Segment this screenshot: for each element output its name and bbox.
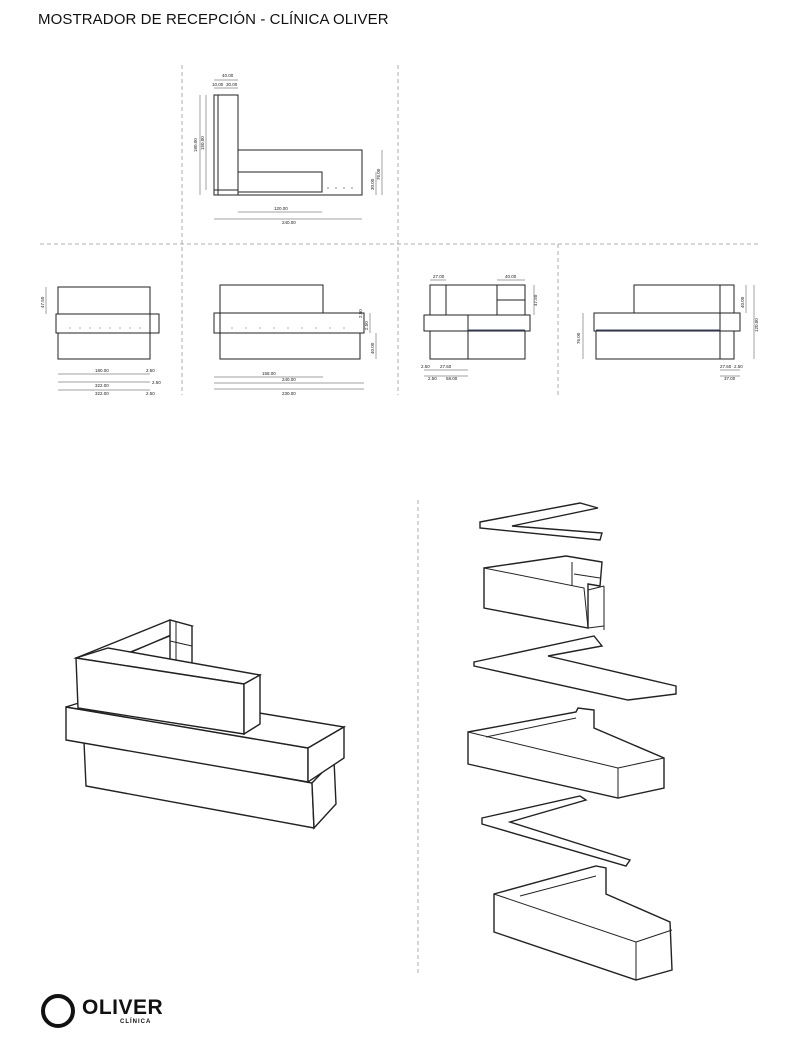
dim-label: 230.00 bbox=[282, 391, 296, 396]
dim-label: 27.00 bbox=[433, 274, 445, 279]
dim-label: 180.00 bbox=[95, 368, 109, 373]
elevation-side-right: 40.00 120.00 76.00 27.50 2.50 37.00 bbox=[576, 284, 759, 381]
dim-label: 27.50 bbox=[720, 364, 732, 369]
dim-label: 240.00 bbox=[282, 220, 296, 225]
elevation-back: 158.00 240.00 2.50 230.00 40.00 2.50 bbox=[213, 284, 377, 396]
dim-label: 150.00 bbox=[200, 136, 205, 150]
dim-label: 58.00 bbox=[446, 376, 458, 381]
dim-label: 40.00 bbox=[222, 73, 234, 78]
dim-label: 40.00 bbox=[370, 342, 375, 354]
dim-label: 240.00 bbox=[282, 377, 296, 382]
dim-label: 10.00 bbox=[212, 82, 224, 87]
dim-label: 30.00 bbox=[226, 82, 238, 87]
dim-label: 37.00 bbox=[724, 376, 736, 381]
dim-label: 2.50 bbox=[364, 321, 369, 330]
dim-label: 76.00 bbox=[576, 332, 581, 344]
dim-label: 120.00 bbox=[754, 318, 759, 332]
isometric-desk bbox=[65, 619, 347, 830]
elevation-side: 27.00 40.00 47.50 2.50 27.50 2.50 58.00 bbox=[421, 274, 538, 381]
dim-label: 47.50 bbox=[40, 296, 45, 308]
plan-view: 40.00 10.00 30.00 180.00 150.00 120.00 2… bbox=[193, 73, 383, 225]
view-separators bbox=[40, 65, 760, 975]
oliver-logo bbox=[41, 994, 75, 1028]
exploded-view bbox=[467, 502, 677, 981]
dim-label: 40.00 bbox=[740, 296, 745, 308]
dim-label: 120.00 bbox=[274, 206, 288, 211]
dim-label: 47.50 bbox=[533, 294, 538, 306]
dim-label: 322.00 bbox=[95, 383, 109, 388]
dim-label: 40.00 bbox=[505, 274, 517, 279]
logo-subtitle: CLÍNICA bbox=[120, 1019, 152, 1025]
dim-label: 76.00 bbox=[376, 168, 381, 180]
logo-wordmark: OLIVER bbox=[82, 996, 164, 1019]
dim-label: 2.50 bbox=[421, 364, 430, 369]
dim-label: 2.50 bbox=[358, 309, 363, 318]
elevation-front: 47.50 180.00 2.50 322.00 2.50 322.00 2.5… bbox=[40, 286, 161, 396]
dim-label: 2.50 bbox=[152, 380, 161, 385]
dim-label: 2.50 bbox=[734, 364, 743, 369]
dim-label: 27.50 bbox=[440, 364, 452, 369]
dim-label: 322.00 bbox=[95, 391, 109, 396]
dim-label: 30.00 bbox=[370, 178, 375, 190]
dim-label: 2.50 bbox=[146, 368, 155, 373]
dim-label: 2.50 bbox=[146, 391, 155, 396]
dim-label: 180.00 bbox=[193, 138, 198, 152]
dim-label: 2.50 bbox=[428, 376, 437, 381]
page-title: MOSTRADOR DE RECEPCIÓN - CLÍNICA OLIVER bbox=[38, 11, 389, 28]
dim-label: 158.00 bbox=[262, 371, 276, 376]
